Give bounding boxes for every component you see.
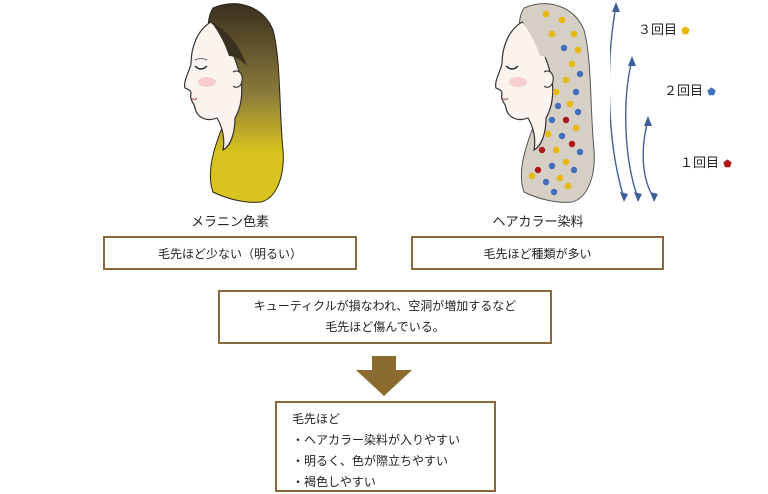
round-2-label: ２回目 ⬟: [664, 84, 716, 99]
dye-cycle-arrows: [610, 2, 658, 202]
dye-dot: [562, 116, 570, 124]
result-line-1: 毛先ほど: [292, 412, 341, 426]
dye-dot: [534, 166, 542, 174]
melanin-portrait: [184, 3, 284, 203]
dye-dot: [542, 178, 550, 186]
dye-dot: [572, 88, 580, 96]
dye-dot: [528, 172, 536, 180]
dye-dot: [552, 146, 560, 154]
dye-dot: [574, 108, 582, 116]
hair-dye-description-box: 毛先ほど種類が多い: [411, 236, 664, 270]
dye-dot: [548, 30, 556, 38]
dye-dot: [570, 166, 578, 174]
dye-dot: [558, 132, 566, 140]
dye-dot: [566, 100, 574, 108]
result-line-2: ・ヘアカラー染料が入りやすい: [292, 433, 461, 447]
melanin-caption: メラニン色素: [190, 215, 269, 230]
result-line-4: ・褐色しやすい: [292, 475, 376, 489]
round-2-arrow: [625, 59, 639, 199]
dye-dot: [554, 102, 562, 110]
dye-dot: [562, 76, 570, 84]
dye-dot: [572, 124, 580, 132]
dye-dot: [576, 148, 584, 156]
dye-dot: [542, 10, 550, 18]
dye-dot: [570, 30, 578, 38]
hair-dye-portrait: [495, 3, 595, 203]
dye-dot: [548, 162, 556, 170]
dye-dot: [564, 182, 572, 190]
round-3-marker-icon: ⬟: [681, 26, 690, 37]
dye-dot: [558, 16, 566, 24]
dye-dot: [562, 158, 570, 166]
round-1-marker-icon: ⬟: [723, 159, 732, 170]
down-arrow-icon: [356, 356, 412, 396]
dye-dot: [568, 140, 576, 148]
hair-dye-description: 毛先ほど種類が多い: [483, 246, 592, 261]
dye-dot: [552, 88, 560, 96]
damage-line-2: 毛先ほど傷んでいる。: [325, 320, 445, 334]
round-3-label: ３回目 ⬟: [638, 23, 690, 38]
dye-dot: [544, 130, 552, 138]
dye-dot: [550, 188, 558, 196]
round-3-arrow: [610, 5, 625, 199]
result-box: 毛先ほど ・ヘアカラー染料が入りやすい ・明るく、色が際立ちやすい ・褐色しやす…: [275, 401, 496, 492]
dye-dot: [568, 60, 576, 68]
dye-dot: [538, 146, 546, 154]
dye-dot: [576, 70, 584, 78]
round-2-marker-icon: ⬟: [707, 87, 716, 98]
dye-dot: [556, 174, 564, 182]
result-line-3: ・明るく、色が際立ちやすい: [292, 454, 449, 468]
dye-dot: [560, 44, 568, 52]
round-1-arrow: [642, 119, 655, 199]
hair-dye-caption: ヘアカラー染料: [492, 215, 584, 230]
damage-line-1: キューティクルが損なわれ、空洞が増加するなど: [253, 299, 517, 313]
damage-description-box: キューティクルが損なわれ、空洞が増加するなど 毛先ほど傷んでいる。: [218, 290, 552, 344]
dye-dot: [574, 46, 582, 54]
melanin-description-box: 毛先ほど少ない（明るい）: [103, 236, 357, 270]
melanin-description: 毛先ほど少ない（明るい）: [157, 246, 302, 261]
round-1-label: １回目 ⬟: [680, 156, 732, 171]
dye-dot: [548, 116, 556, 124]
